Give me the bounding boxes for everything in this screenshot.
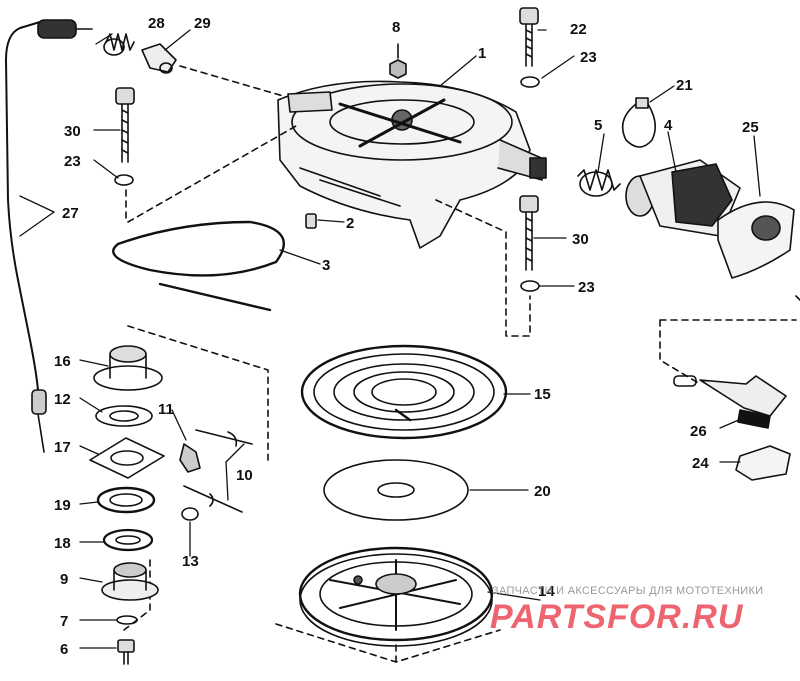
callout-7: 7 (60, 613, 68, 630)
part-27-cable (5, 19, 93, 453)
part-10-springs (183, 429, 253, 513)
part-8-nut (389, 59, 407, 79)
callout-11: 11 (158, 401, 174, 418)
part-23-washer-left (114, 174, 134, 186)
callout-19: 19 (54, 497, 71, 514)
callout-18: 18 (54, 535, 71, 552)
part-6-bolt (117, 639, 135, 665)
part-22-screw (519, 7, 539, 67)
part-19-bushing (96, 486, 156, 514)
callout-21: 21 (676, 77, 693, 94)
callout-15: 15 (534, 386, 551, 403)
part-2-pin (305, 213, 317, 229)
part-26-lever (673, 375, 787, 429)
part-13-ring (181, 507, 199, 521)
part-18-ring (102, 528, 154, 552)
part-14-pulley (298, 546, 494, 647)
callout-30-right: 30 (572, 231, 589, 248)
callout-23-left: 23 (64, 153, 81, 170)
part-16-cup (93, 345, 163, 391)
callout-26: 26 (690, 423, 707, 440)
callout-4: 4 (664, 117, 673, 134)
callout-14: 14 (538, 583, 555, 600)
guide-line (659, 295, 800, 385)
part-17-gasket (89, 437, 165, 479)
callout-27: 27 (62, 205, 79, 222)
callout-28: 28 (148, 15, 165, 32)
guide-line (179, 65, 291, 99)
callout-30-left: 30 (64, 123, 81, 140)
callout-20: 20 (534, 483, 551, 500)
part-1-housing (277, 80, 547, 249)
part-29-plunger (141, 43, 177, 74)
part-21-clip (621, 103, 656, 148)
leader-lines (19, 29, 761, 649)
callout-9: 9 (60, 571, 68, 588)
part-25-grip (717, 201, 795, 279)
guide-line (123, 325, 501, 663)
part-24-cap (735, 445, 791, 481)
part-20-plate (323, 459, 469, 521)
part-28-spring (103, 33, 135, 56)
callout-17: 17 (54, 439, 71, 456)
part-5-spring (577, 169, 621, 197)
part-7-washer (116, 615, 138, 625)
callout-29: 29 (194, 15, 211, 32)
callout-8: 8 (392, 19, 400, 36)
callout-23-top: 23 (580, 49, 597, 66)
part-4-handle-housing (625, 159, 741, 237)
part-12-washer (95, 405, 153, 427)
part-30-screw-right (519, 195, 539, 271)
callout-1: 1 (478, 45, 486, 62)
callout-6: 6 (60, 641, 68, 658)
callout-22: 22 (570, 21, 587, 38)
guide-line (435, 199, 531, 337)
callout-23-right: 23 (578, 279, 595, 296)
part-11-pawl (179, 443, 201, 473)
part-3-seal (112, 220, 285, 312)
callout-5: 5 (594, 117, 602, 134)
callout-12: 12 (54, 391, 71, 408)
callout-25: 25 (742, 119, 759, 136)
callout-24: 24 (692, 455, 709, 472)
part-9-hub (101, 562, 159, 601)
callout-13: 13 (182, 553, 199, 570)
callout-labels: 28 29 8 1 22 23 21 5 4 25 30 23 27 2 3 3… (54, 15, 759, 658)
guide-line (125, 125, 297, 223)
callout-16: 16 (54, 353, 71, 370)
part-30-screw-left (115, 87, 135, 163)
watermark-brand: PARTSFOR.RU (490, 598, 744, 636)
part-23-washer-top (520, 76, 540, 88)
callout-2: 2 (346, 215, 354, 232)
watermark-caption: ЗАПЧАСТИ И АКСЕССУАРЫ ДЛЯ МОТОТЕХНИКИ (492, 585, 764, 597)
callout-3: 3 (322, 257, 330, 274)
part-15-recoil-spring (300, 344, 508, 440)
callout-10: 10 (236, 467, 253, 484)
part-23-washer-right (520, 280, 540, 292)
